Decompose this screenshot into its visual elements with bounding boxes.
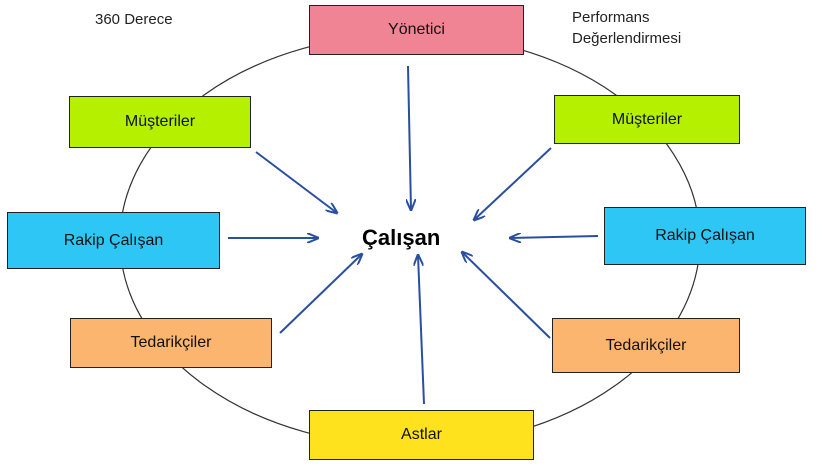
- caption-performance-line1: Performans: [572, 9, 650, 26]
- arrow-from-customers-left: [255, 151, 337, 213]
- caption-360-degree: 360 Derece: [95, 11, 173, 28]
- node-suppliers-right: Tedarikçiler: [552, 318, 740, 373]
- node-suppliers-left: Tedarikçiler: [70, 318, 272, 368]
- arrows-group: [228, 65, 599, 405]
- node-customers-left: Müşteriler: [69, 96, 251, 148]
- arrow-from-customers-right: [474, 147, 552, 220]
- center-employee-label: Çalışan: [362, 225, 441, 250]
- arrow-from-suppliers-right: [462, 252, 551, 339]
- node-customers-right: Müşteriler: [554, 95, 740, 144]
- caption-performance-line2: Değerlendirmesi: [572, 30, 682, 47]
- node-peer-left: Rakip Çalışan: [7, 212, 220, 269]
- node-subordinates: Astlar: [309, 410, 534, 460]
- arrow-from-subordinates: [418, 255, 425, 405]
- caption-performance: Performans Değerlendirmesi: [572, 7, 681, 49]
- arrow-from-manager: [408, 65, 411, 210]
- arrow-from-suppliers-left: [279, 254, 362, 334]
- node-peer-right: Rakip Çalışan: [604, 207, 806, 265]
- arrow-from-peer-right: [510, 236, 599, 238]
- node-manager: Yönetici: [309, 5, 524, 55]
